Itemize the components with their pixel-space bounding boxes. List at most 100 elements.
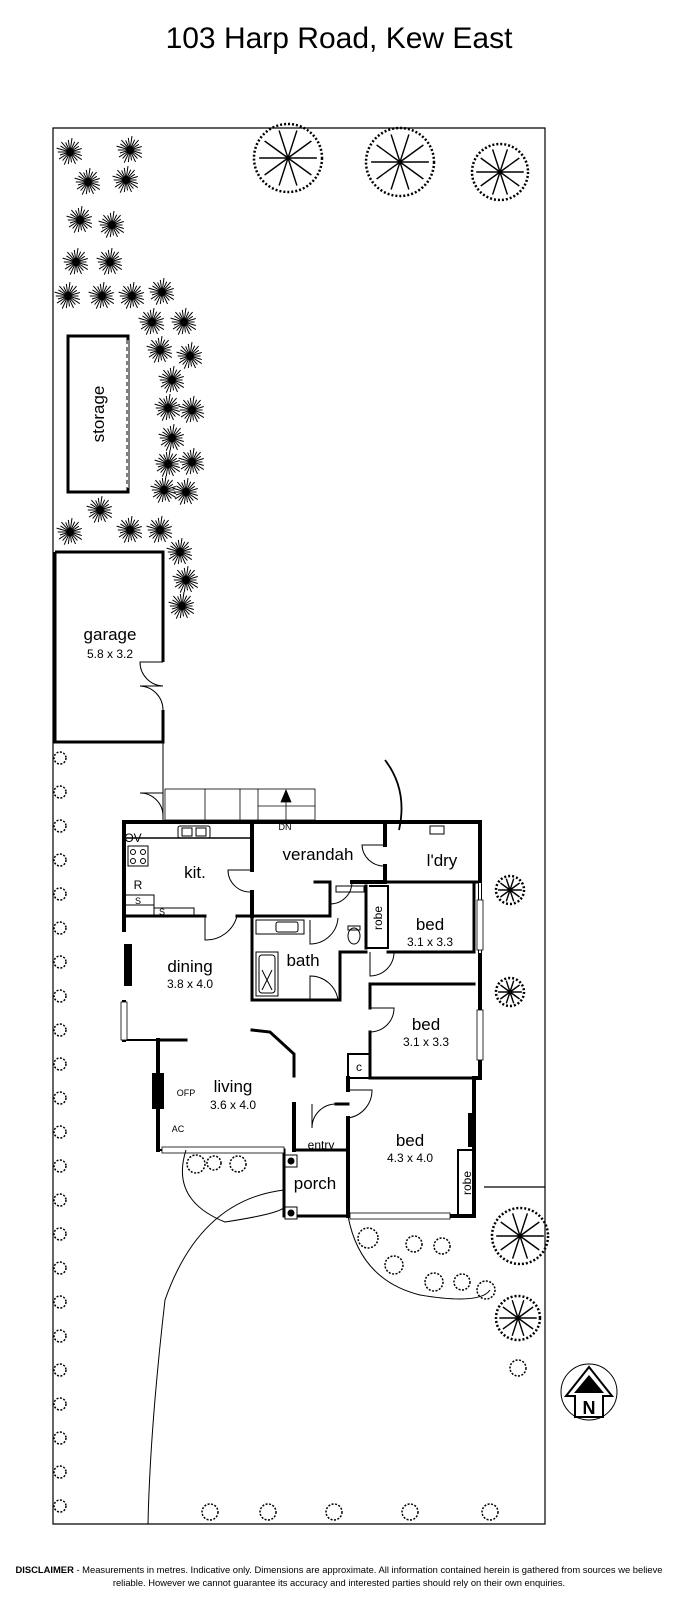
porch-posts: [284, 1154, 298, 1220]
bush-icon: [53, 1057, 67, 1071]
shrub-icon: [86, 496, 113, 523]
shrub-icon: [138, 308, 165, 335]
shrub-icon: [118, 282, 145, 309]
robe-label-2: robe: [460, 1171, 474, 1195]
bush-icon: [186, 1154, 206, 1174]
tree-icon: [252, 122, 324, 194]
page-title: 103 Harp Road, Kew East: [165, 22, 513, 55]
property-boundary: [52, 127, 546, 1525]
shrub-icon: [62, 248, 89, 275]
shrub-icon: [154, 394, 181, 421]
bush-icon: [476, 1280, 496, 1300]
bush-icon: [453, 1273, 471, 1291]
bush-icon: [53, 853, 67, 867]
garage: garage 5.8 x 3.2: [53, 550, 165, 744]
bush-icon: [53, 1227, 67, 1241]
bush-icon: [53, 1431, 67, 1445]
bed2-label: bed: [412, 1015, 440, 1034]
bush-icon: [509, 1359, 527, 1377]
shrub-icon: [74, 168, 101, 195]
bush-icon: [53, 989, 67, 1003]
bush-icon: [53, 1193, 67, 1207]
shrub-icon: [146, 516, 173, 543]
rear-paving: [164, 759, 403, 831]
bush-icon: [53, 1329, 67, 1343]
north-compass: N: [560, 1363, 618, 1421]
bush-icon: [53, 955, 67, 969]
bush-icon: [201, 1503, 219, 1521]
tree-icon: [494, 976, 526, 1008]
bush-icon: [53, 751, 67, 765]
tree-icon: [490, 1206, 550, 1266]
bush-icon: [481, 1503, 499, 1521]
north-label: N: [583, 1398, 596, 1418]
storage-label: storage: [89, 386, 108, 443]
tree-icon: [364, 126, 436, 198]
garage-label: garage: [84, 625, 137, 644]
shrub-icon: [166, 538, 193, 565]
shelf-label-2: S: [159, 907, 165, 917]
kitchen-label: kit.: [184, 863, 206, 882]
oven-label: OV: [124, 831, 141, 845]
bush-icon: [53, 1397, 67, 1411]
shrub-icon: [54, 282, 81, 309]
garage-dims: 5.8 x 3.2: [87, 647, 133, 661]
bush-icon: [53, 1295, 67, 1309]
bed2-dims: 3.1 x 3.3: [403, 1035, 449, 1049]
verandah-label: verandah: [283, 845, 354, 864]
tree-icon: [470, 142, 530, 202]
bush-icon: [53, 887, 67, 901]
living-label: living: [214, 1077, 253, 1096]
shrub-icon: [150, 476, 177, 503]
cupboard-label: c: [356, 1060, 362, 1074]
bush-icon: [229, 1155, 247, 1173]
bush-icon: [53, 819, 67, 833]
porch-label: porch: [294, 1174, 337, 1193]
shrub-icon: [56, 518, 83, 545]
bush-icon: [424, 1272, 444, 1292]
bush-icon: [53, 1499, 67, 1513]
disclaimer-label: DISCLAIMER: [15, 1564, 74, 1575]
bush-icon: [259, 1503, 277, 1521]
tree-icon: [494, 874, 526, 906]
shrub-icon: [56, 138, 83, 165]
bed3-dims: 4.3 x 4.0: [387, 1151, 433, 1165]
storage-shed: storage: [66, 334, 130, 494]
garden-paths: [147, 1149, 491, 1525]
bush-icon: [53, 785, 67, 799]
shrub-icon: [66, 206, 93, 233]
shrub-icon: [168, 592, 195, 619]
bush-icon: [206, 1155, 222, 1171]
shrub-icon: [154, 450, 181, 477]
shrub-icon: [146, 336, 173, 363]
tree-icon: [494, 1294, 542, 1342]
shrub-icon: [178, 396, 205, 423]
bath-label: bath: [286, 951, 319, 970]
shrub-icon: [158, 366, 185, 393]
bed1-dims: 3.1 x 3.3: [407, 935, 453, 949]
round-bushes: [53, 751, 527, 1521]
bush-icon: [53, 1023, 67, 1037]
bush-icon: [325, 1503, 343, 1521]
bush-icon: [53, 1091, 67, 1105]
living-dims: 3.6 x 4.0: [210, 1098, 256, 1112]
bush-icon: [401, 1503, 419, 1521]
air-conditioner-label: AC: [172, 1124, 185, 1134]
bush-icon: [405, 1235, 423, 1253]
trees: [252, 122, 550, 1342]
entry-label: entry: [308, 1138, 335, 1152]
bush-icon: [53, 1465, 67, 1479]
dining-dims: 3.8 x 4.0: [167, 977, 213, 991]
bush-icon: [53, 1363, 67, 1377]
hedge-shrubs: [54, 136, 205, 619]
shrub-icon: [176, 342, 203, 369]
bath-fixtures: [255, 885, 365, 997]
robe-label-1: robe: [371, 906, 385, 930]
disclaimer: DISCLAIMER - Measurements in metres. Ind…: [10, 1563, 668, 1589]
shrub-icon: [158, 424, 185, 451]
bush-icon: [53, 1159, 67, 1173]
disclaimer-text: - Measurements in metres. Indicative onl…: [73, 1564, 663, 1588]
bush-icon: [357, 1227, 379, 1249]
shrub-icon: [172, 478, 199, 505]
